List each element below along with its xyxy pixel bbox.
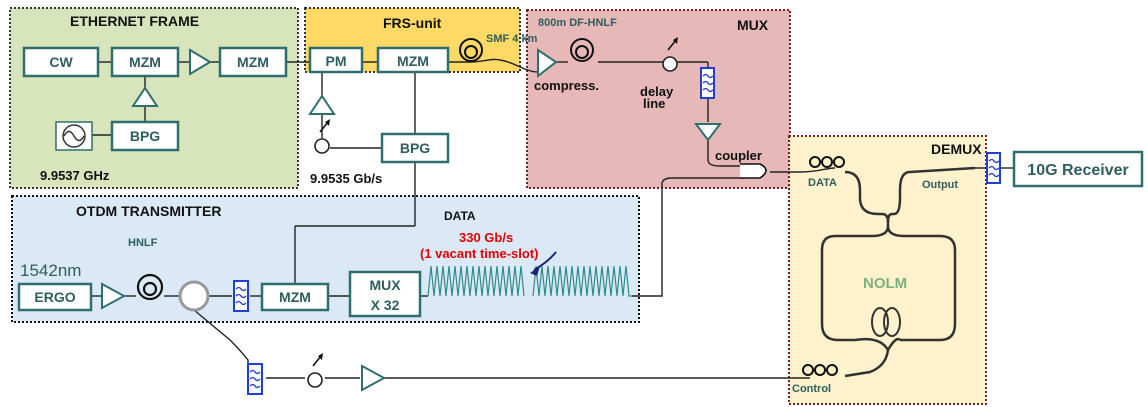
optical-paths bbox=[91, 58, 1014, 379]
cw-laser-label: CW bbox=[49, 54, 73, 70]
mux-region bbox=[526, 9, 791, 189]
bandpass-filter-icon bbox=[247, 363, 263, 395]
demux-output-label: Output bbox=[922, 179, 958, 191]
mux-x32-label-line2: X 32 bbox=[371, 297, 400, 313]
demux-control-coupler-icon bbox=[802, 364, 838, 376]
df-hnlf-label: 800m DF-HNLF bbox=[538, 17, 617, 29]
frs-bit-rate: 9.9535 Gb/s bbox=[310, 171, 382, 186]
mzm-ethernet-1-block bbox=[110, 46, 180, 78]
delay-line-label-1: delay bbox=[640, 84, 674, 99]
wavelength-label: 1542nm bbox=[20, 261, 81, 280]
polarization-controller-icon bbox=[314, 119, 330, 154]
fiber-spool-icon bbox=[136, 273, 164, 301]
receiver-label: 10G Receiver bbox=[1027, 162, 1128, 179]
mux-x32-label-line1: MUX bbox=[369, 277, 401, 293]
arrowhead-icon bbox=[530, 266, 540, 276]
data-rate-line2: (1 vacant time-slot) bbox=[420, 246, 538, 261]
smf-fiber-label: SMF 4 km bbox=[486, 33, 538, 45]
fiber-spool-icon bbox=[459, 38, 483, 62]
fiber-spool-icon bbox=[570, 38, 594, 62]
otdm-transmitter-title: OTDM TRANSMITTER bbox=[76, 203, 221, 219]
delay-line-label-2: line bbox=[643, 96, 665, 111]
nolm-label: NOLM bbox=[863, 275, 907, 292]
bpg-frs-label: BPG bbox=[400, 140, 430, 156]
triangle-amplifier-icon bbox=[308, 94, 336, 115]
triangle-amplifier-icon bbox=[101, 282, 127, 310]
triangle-amplifier-icon bbox=[131, 86, 159, 107]
coupler-icon bbox=[740, 163, 767, 179]
mux-title: MUX bbox=[737, 17, 769, 33]
phase-modulator-block bbox=[308, 46, 364, 74]
coupler-label: coupler bbox=[715, 148, 762, 163]
mzm-frs-label: MZM bbox=[397, 53, 429, 69]
polarization-controller-icon bbox=[307, 353, 323, 388]
pulse-train-left bbox=[427, 265, 525, 297]
bpg-ethernet-label: BPG bbox=[130, 128, 160, 144]
ethernet-frame-region bbox=[9, 7, 299, 189]
fiber-spool-icon bbox=[871, 307, 901, 337]
frs-unit-title: FRS-unit bbox=[383, 15, 442, 31]
mzm-otdm-label: MZM bbox=[279, 289, 311, 305]
demux-title: DEMUX bbox=[931, 141, 982, 157]
mzm-frs-block bbox=[376, 46, 450, 74]
cw-laser-block bbox=[22, 46, 100, 78]
bpg-ethernet-block bbox=[110, 120, 180, 152]
compress-label: compress. bbox=[534, 78, 599, 93]
sine-source-icon bbox=[55, 121, 93, 151]
receiver-block bbox=[1012, 150, 1144, 188]
polarization-controller-icon bbox=[662, 37, 678, 72]
ethernet-clock-frequency: 9.9537 GHz bbox=[40, 168, 110, 183]
bandpass-filter-icon bbox=[986, 152, 1001, 184]
demux-data-coupler-icon bbox=[809, 156, 845, 168]
mzm-otdm-block bbox=[260, 282, 330, 312]
hnlf-label: HNLF bbox=[128, 237, 158, 249]
mzm-ethernet-1-label: MZM bbox=[129, 54, 161, 70]
bandpass-filter-icon bbox=[700, 67, 715, 99]
splitter-coupler-icon bbox=[178, 280, 210, 312]
bpg-frs-block bbox=[380, 132, 450, 164]
ergo-laser-block bbox=[17, 282, 93, 312]
ergo-laser-label: ERGO bbox=[34, 289, 75, 305]
triangle-amplifier-icon bbox=[694, 123, 722, 142]
nolm-loop bbox=[820, 166, 976, 378]
data-rate-line1: 330 Gb/s bbox=[459, 230, 513, 245]
mzm-ethernet-2-label: MZM bbox=[237, 54, 269, 70]
demux-data-label: DATA bbox=[808, 177, 837, 189]
pulse-train-right bbox=[532, 265, 632, 297]
phase-modulator-label: PM bbox=[326, 53, 347, 69]
mux-x32-block bbox=[348, 270, 422, 318]
demux-control-label: Control bbox=[792, 383, 831, 395]
ethernet-frame-title: ETHERNET FRAME bbox=[70, 13, 199, 29]
triangle-amplifier-icon bbox=[537, 48, 558, 79]
bandpass-filter-icon bbox=[233, 280, 249, 312]
triangle-amplifier-icon bbox=[189, 48, 212, 76]
mzm-ethernet-2-block bbox=[218, 46, 288, 78]
data-label-top: DATA bbox=[444, 209, 476, 223]
triangle-amplifier-icon bbox=[361, 364, 387, 392]
